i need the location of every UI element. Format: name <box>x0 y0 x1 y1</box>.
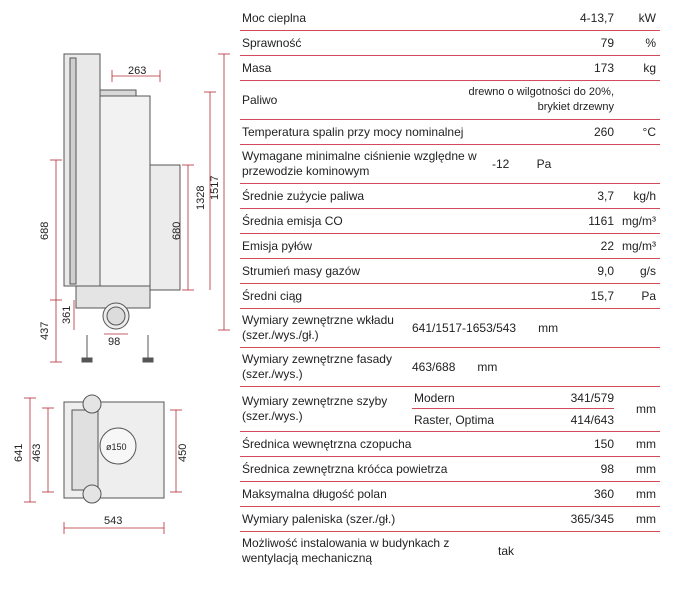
spec-row: Wymiary paleniska (szer./gł.) 365/345 mm <box>240 507 660 532</box>
spec-row: Maksymalna długość polan 360 mm <box>240 482 660 507</box>
spec-label: Maksymalna długość polan <box>242 486 387 501</box>
spec-row: Temperatura spalin przy mocy nominalnej … <box>240 120 660 145</box>
spec-label: Średnia emisja CO <box>242 213 343 228</box>
spec-unit: Pa <box>641 289 656 303</box>
spec-row: Średni ciąg 15,7 Pa <box>240 284 660 309</box>
spec-value: 79 <box>600 36 614 50</box>
dim-1517: 1517 <box>209 176 221 200</box>
glass-sublabel: Modern <box>414 390 455 405</box>
spec-unit: Pa <box>536 157 552 171</box>
spec-unit: mg/m³ <box>622 239 656 253</box>
spec-label: Paliwo <box>242 92 278 107</box>
spec-unit: g/s <box>639 264 656 278</box>
spec-row: Wymiary zewnętrzne wkładu (szer./wys./gł… <box>240 309 660 348</box>
spec-unit: mm <box>636 437 656 451</box>
dim-361: 361 <box>61 306 73 324</box>
spec-label: Wymiary zewnętrzne fasady (szer./wys.) <box>242 352 392 381</box>
spec-label: Emisja pyłów <box>242 238 313 253</box>
spec-value: 641/1517-1653/543 <box>412 321 517 335</box>
spec-row: Emisja pyłów 22 mg/m³ <box>240 234 660 259</box>
glass-subrow: Modern 341/579 <box>412 387 614 409</box>
spec-label: Strumień masy gazów <box>242 263 361 278</box>
dim-1328: 1328 <box>195 186 207 210</box>
spec-row: Średnia emisja CO 1161 mg/m³ <box>240 209 660 234</box>
spec-unit: mm <box>636 487 656 501</box>
spec-label: Masa <box>242 60 272 75</box>
spec-row: Wymagane minimalne ciśnienie względne w … <box>240 145 660 184</box>
dim-437: 437 <box>39 322 51 340</box>
spec-value: 365/345 <box>570 512 614 526</box>
technical-drawing: 263 688 680 1328 1517 437 361 98 ø150 64… <box>13 53 230 534</box>
spec-value: 360 <box>593 487 614 501</box>
spec-value: 1161 <box>588 214 614 228</box>
spec-label: Sprawność <box>242 35 302 50</box>
spec-row: Średnica wewnętrzna czopucha 150 mm <box>240 432 660 457</box>
spec-unit: mm <box>477 360 498 374</box>
spec-row: Średnie zużycie paliwa 3,7 kg/h <box>240 184 660 209</box>
dim-98: 98 <box>108 336 120 348</box>
insert-side-outline <box>63 53 101 287</box>
spec-value: 260 <box>593 125 614 139</box>
spec-row: Możliwość instalowania w budynkach z wen… <box>240 532 660 570</box>
spec-value: 150 <box>593 437 614 451</box>
spec-value: 463/688 <box>412 360 456 374</box>
spec-row: Moc cieplna 4-13,7 kW <box>240 6 660 31</box>
spec-label: Moc cieplna <box>242 10 307 25</box>
glass-subrows: Modern 341/579 Raster, Optima 414/643 <box>412 387 614 431</box>
glass-value: 414/643 <box>570 412 614 427</box>
spec-unit: kg <box>643 61 656 75</box>
spec-label: Możliwość instalowania w budynkach z wen… <box>242 536 450 565</box>
spec-label: Wymiary zewnętrzne wkładu (szer./wys./gł… <box>242 313 394 342</box>
spec-unit: % <box>645 36 656 50</box>
spec-value: -12 <box>492 157 510 171</box>
spec-label: Średnica wewnętrzna czopucha <box>242 436 412 451</box>
glass-value: 341/579 <box>570 390 614 405</box>
spec-row: Sprawność 79 % <box>240 31 660 56</box>
spec-row: Strumień masy gazów 9,0 g/s <box>240 259 660 284</box>
spec-value: 98 <box>600 462 614 476</box>
spec-row: Masa 173 kg <box>240 56 660 81</box>
spec-row: Średnica zewnętrzna króćca powietrza 98 … <box>240 457 660 482</box>
spec-row: Paliwo drewno o wilgotności do 20%, bryk… <box>240 81 660 120</box>
spec-unit: kg/h <box>633 189 656 203</box>
spec-label: Wymagane minimalne ciśnienie względne w … <box>242 149 477 178</box>
spec-label: Wymiary zewnętrzne szyby (szer./wys.) <box>242 394 388 423</box>
dim-463: 463 <box>31 444 43 462</box>
dim-688: 688 <box>39 222 51 240</box>
dim-450: 450 <box>177 444 189 462</box>
spec-value: 173 <box>593 61 614 75</box>
glass-sublabel: Raster, Optima <box>414 412 495 427</box>
spec-label: Temperatura spalin przy mocy nominalnej <box>242 124 464 139</box>
spec-unit: tak <box>497 544 514 558</box>
spec-unit: mm <box>636 462 656 476</box>
spec-unit: mm <box>636 512 656 526</box>
spec-label: Wymiary paleniska (szer./gł.) <box>242 511 396 526</box>
spec-row-glass: Wymiary zewnętrzne szyby (szer./wys.) Mo… <box>240 387 660 432</box>
spec-label: Średnie zużycie paliwa <box>242 188 365 203</box>
spec-unit: mm <box>636 402 656 416</box>
spec-row: Wymiary zewnętrzne fasady (szer./wys.) 4… <box>240 348 660 387</box>
spec-value: 3,7 <box>597 189 614 203</box>
dim-543: 543 <box>104 515 122 527</box>
glass-subrow: Raster, Optima 414/643 <box>412 409 614 430</box>
spec-unit: mg/m³ <box>622 214 656 228</box>
spec-unit: kW <box>638 11 656 25</box>
dim-680: 680 <box>171 222 183 240</box>
spec-value: drewno o wilgotności do 20%, brykiet drz… <box>468 86 614 113</box>
spec-unit: °C <box>642 125 656 139</box>
spec-table: Moc cieplna 4-13,7 kW Sprawność 79 % Mas… <box>240 6 660 570</box>
spec-value: 22 <box>600 239 614 253</box>
spec-label: Średni ciąg <box>242 288 303 303</box>
dim-263: 263 <box>128 65 146 77</box>
spec-value: 9,0 <box>597 264 614 278</box>
insert-front-body <box>99 95 151 293</box>
spec-value: 15,7 <box>590 289 614 303</box>
dim-641: 641 <box>13 444 25 462</box>
spec-label: Średnica zewnętrzna króćca powietrza <box>242 461 448 476</box>
dim-o150: ø150 <box>106 442 127 452</box>
spec-value: 4-13,7 <box>579 11 614 25</box>
spec-unit: mm <box>538 321 559 335</box>
